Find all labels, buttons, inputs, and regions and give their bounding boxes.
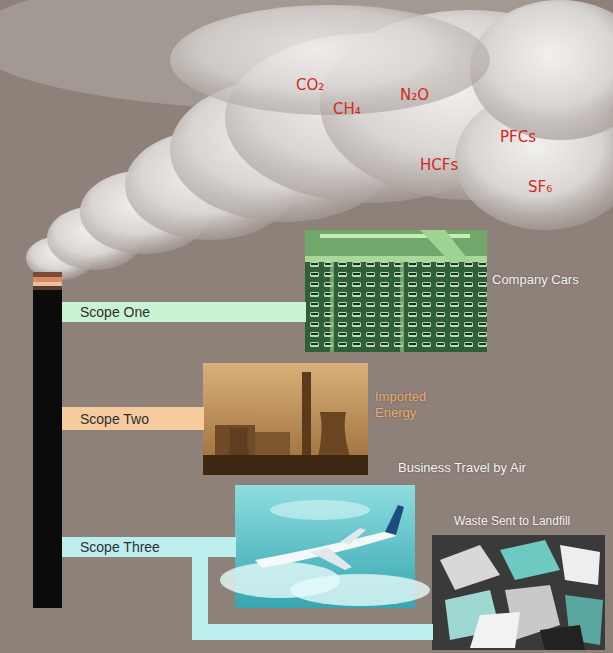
photo-frame: Imported Energy — [203, 363, 368, 475]
scope-label: Scope One — [80, 304, 150, 320]
photo-frame: Company Cars — [305, 230, 487, 352]
scope-band: Scope Three — [62, 537, 190, 557]
photo-frame: Waste Sent to Landfill — [432, 535, 605, 650]
scope-connector — [173, 407, 204, 430]
scope-label: Scope Two — [80, 411, 149, 427]
power-plant-photo — [203, 363, 368, 475]
photo-caption: Waste Sent to Landfill — [454, 513, 604, 529]
gas-label: HCFs — [420, 156, 458, 174]
scope-band: Scope Two — [62, 407, 174, 430]
scope-label: Scope Three — [80, 539, 160, 555]
airplane-photo — [220, 485, 430, 608]
photo-caption: Imported Energy — [375, 389, 449, 421]
gas-label: CH₄ — [333, 100, 361, 118]
photo-caption: Company Cars — [492, 272, 592, 288]
chimney — [33, 272, 62, 608]
gas-label: PFCs — [500, 128, 536, 146]
scope-connector — [211, 302, 306, 322]
photo-frame: Business Travel by Air — [235, 485, 415, 608]
gas-label: SF₆ — [528, 178, 552, 196]
scope-connector — [189, 547, 433, 632]
scope-band: Scope One — [62, 302, 212, 322]
gas-label: CO₂ — [296, 76, 324, 94]
gas-label: N₂O — [400, 86, 429, 104]
landfill-photo — [432, 535, 605, 650]
photo-caption: Business Travel by Air — [398, 460, 578, 476]
smoke-cloud — [0, 0, 613, 280]
cars-photo — [305, 230, 487, 352]
